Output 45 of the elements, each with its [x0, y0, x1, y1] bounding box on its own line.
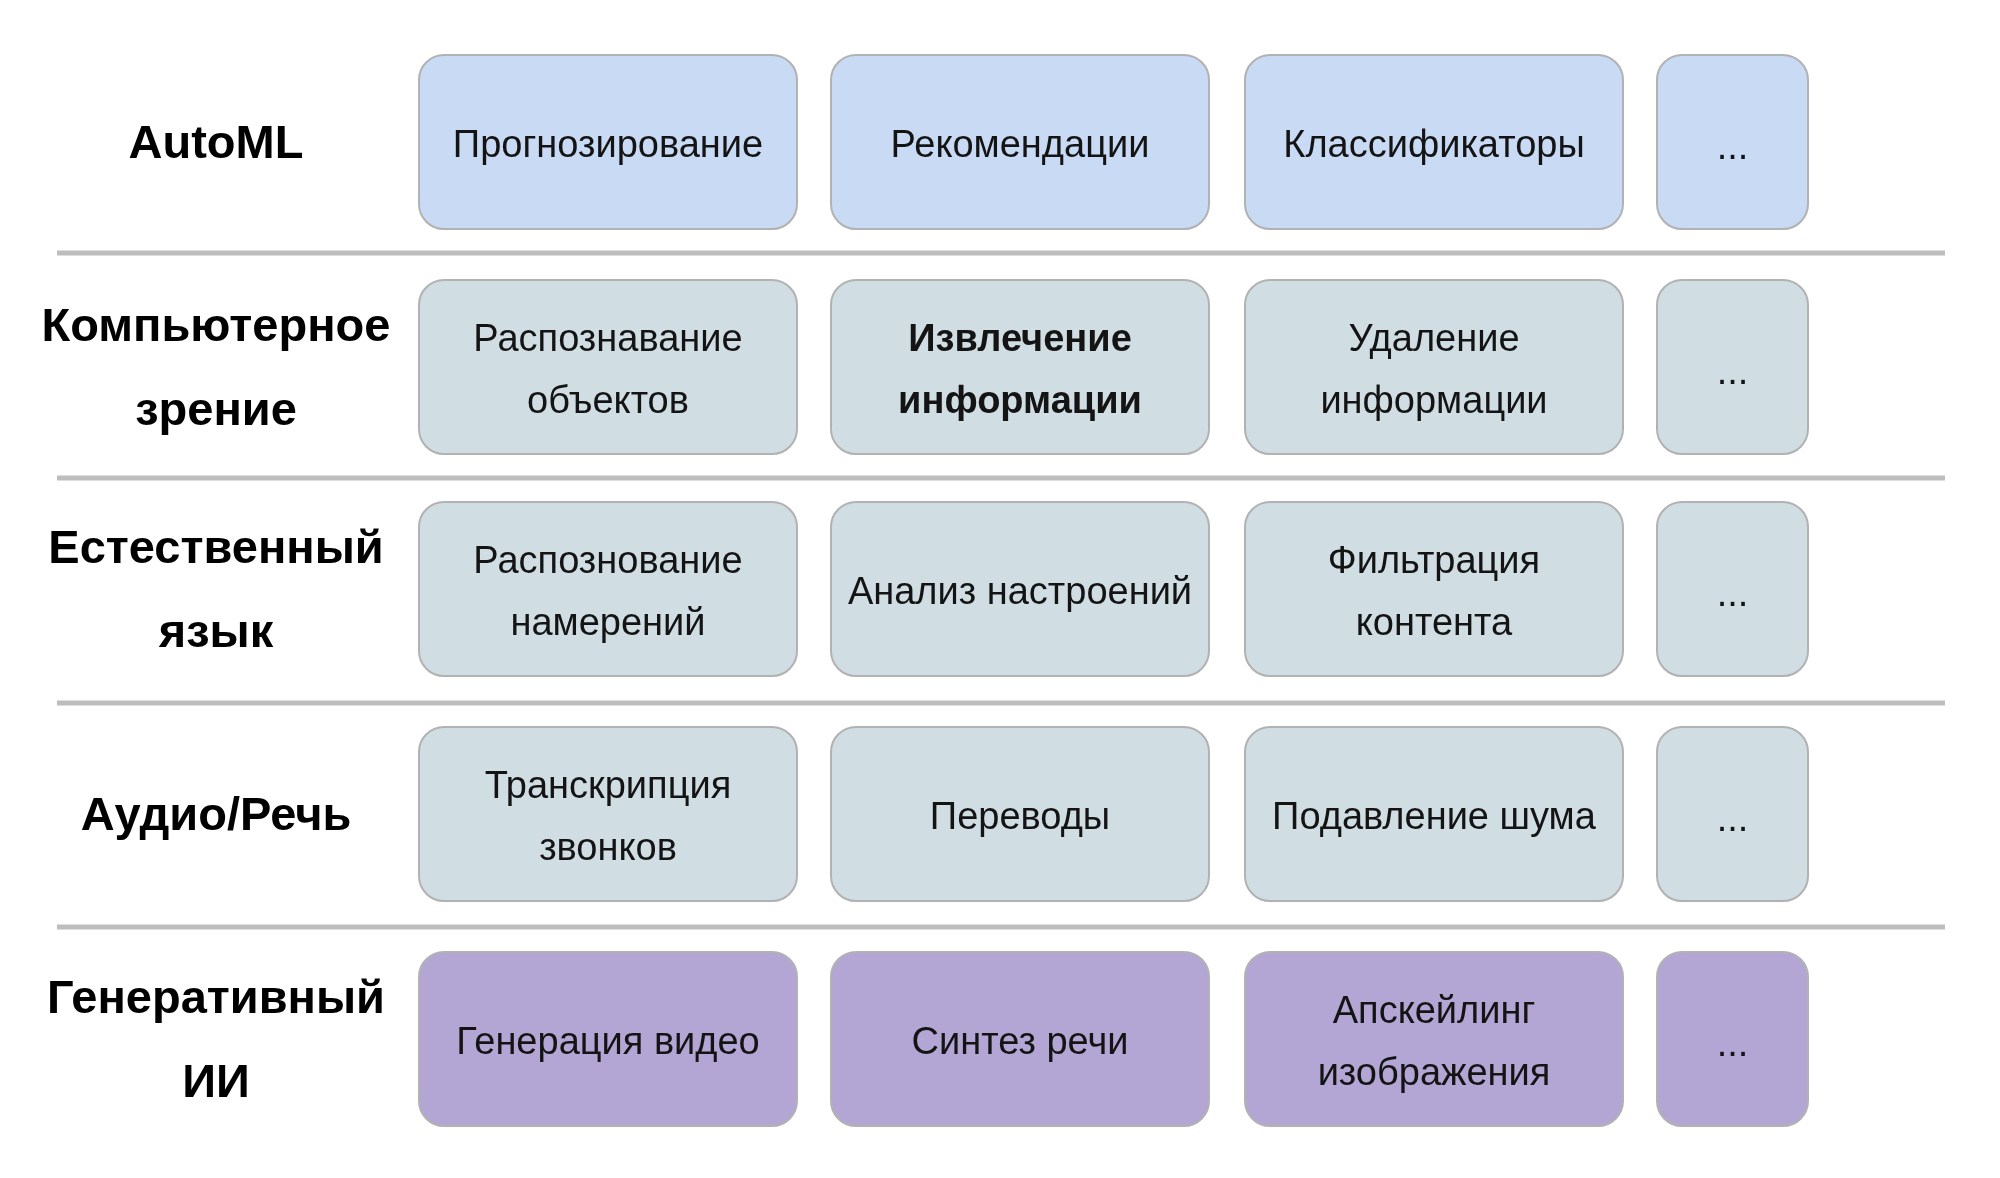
- capability-box: [418, 726, 798, 902]
- capability-box: [1656, 54, 1809, 230]
- row-heading: AutoML: [127, 114, 305, 170]
- capability-box: [830, 54, 1210, 230]
- capability-label: Генерация видео: [456, 1019, 760, 1064]
- capability-box: [830, 951, 1210, 1127]
- more-indicator: ...: [1716, 571, 1749, 616]
- capability-label: Транскрипция звонков: [483, 763, 733, 870]
- capability-box: [1656, 726, 1809, 902]
- capability-box: [830, 726, 1210, 902]
- capability-label: Распознование намерений: [472, 538, 744, 645]
- capability-box: [1656, 279, 1809, 455]
- row-heading: Аудио/Речь: [79, 786, 353, 842]
- capability-label: Распознавание объектов: [472, 316, 744, 423]
- capability-label: Анализ настроений: [847, 569, 1193, 614]
- more-indicator: ...: [1716, 796, 1749, 841]
- more-indicator: ...: [1716, 349, 1749, 394]
- capability-label: Переводы: [929, 794, 1111, 839]
- capability-label: Прогнозирование: [452, 122, 764, 167]
- capability-box: [1244, 54, 1624, 230]
- capability-label: Классификаторы: [1283, 122, 1585, 167]
- capability-box: [1244, 279, 1624, 455]
- capability-label: Удаление информации: [1319, 316, 1549, 423]
- capability-box: [1656, 501, 1809, 677]
- capability-box: [1656, 951, 1809, 1127]
- capability-label: Подавление шума: [1272, 794, 1596, 839]
- capability-box: [830, 279, 1210, 455]
- capability-box: [418, 501, 798, 677]
- capability-box: [418, 54, 798, 230]
- capability-box: [1244, 501, 1624, 677]
- capability-label: Извлечение информации: [897, 316, 1143, 423]
- row-heading: Генеративный ИИ: [46, 969, 386, 1109]
- capability-box: [830, 501, 1210, 677]
- capability-label: Рекомендации: [890, 122, 1150, 167]
- capability-label: Фильтрация контента: [1326, 538, 1542, 645]
- capability-box: [418, 279, 798, 455]
- row-heading: Естественный язык: [47, 519, 385, 659]
- row-heading: Компьютерное зрение: [40, 297, 392, 437]
- capability-label: Апскейлинг изображения: [1316, 988, 1552, 1095]
- capability-box: [1244, 951, 1624, 1127]
- more-indicator: ...: [1716, 124, 1749, 169]
- capability-box: [1244, 726, 1624, 902]
- more-indicator: ...: [1716, 1021, 1749, 1066]
- capability-label: Синтез речи: [911, 1019, 1129, 1064]
- capability-box: [418, 951, 798, 1127]
